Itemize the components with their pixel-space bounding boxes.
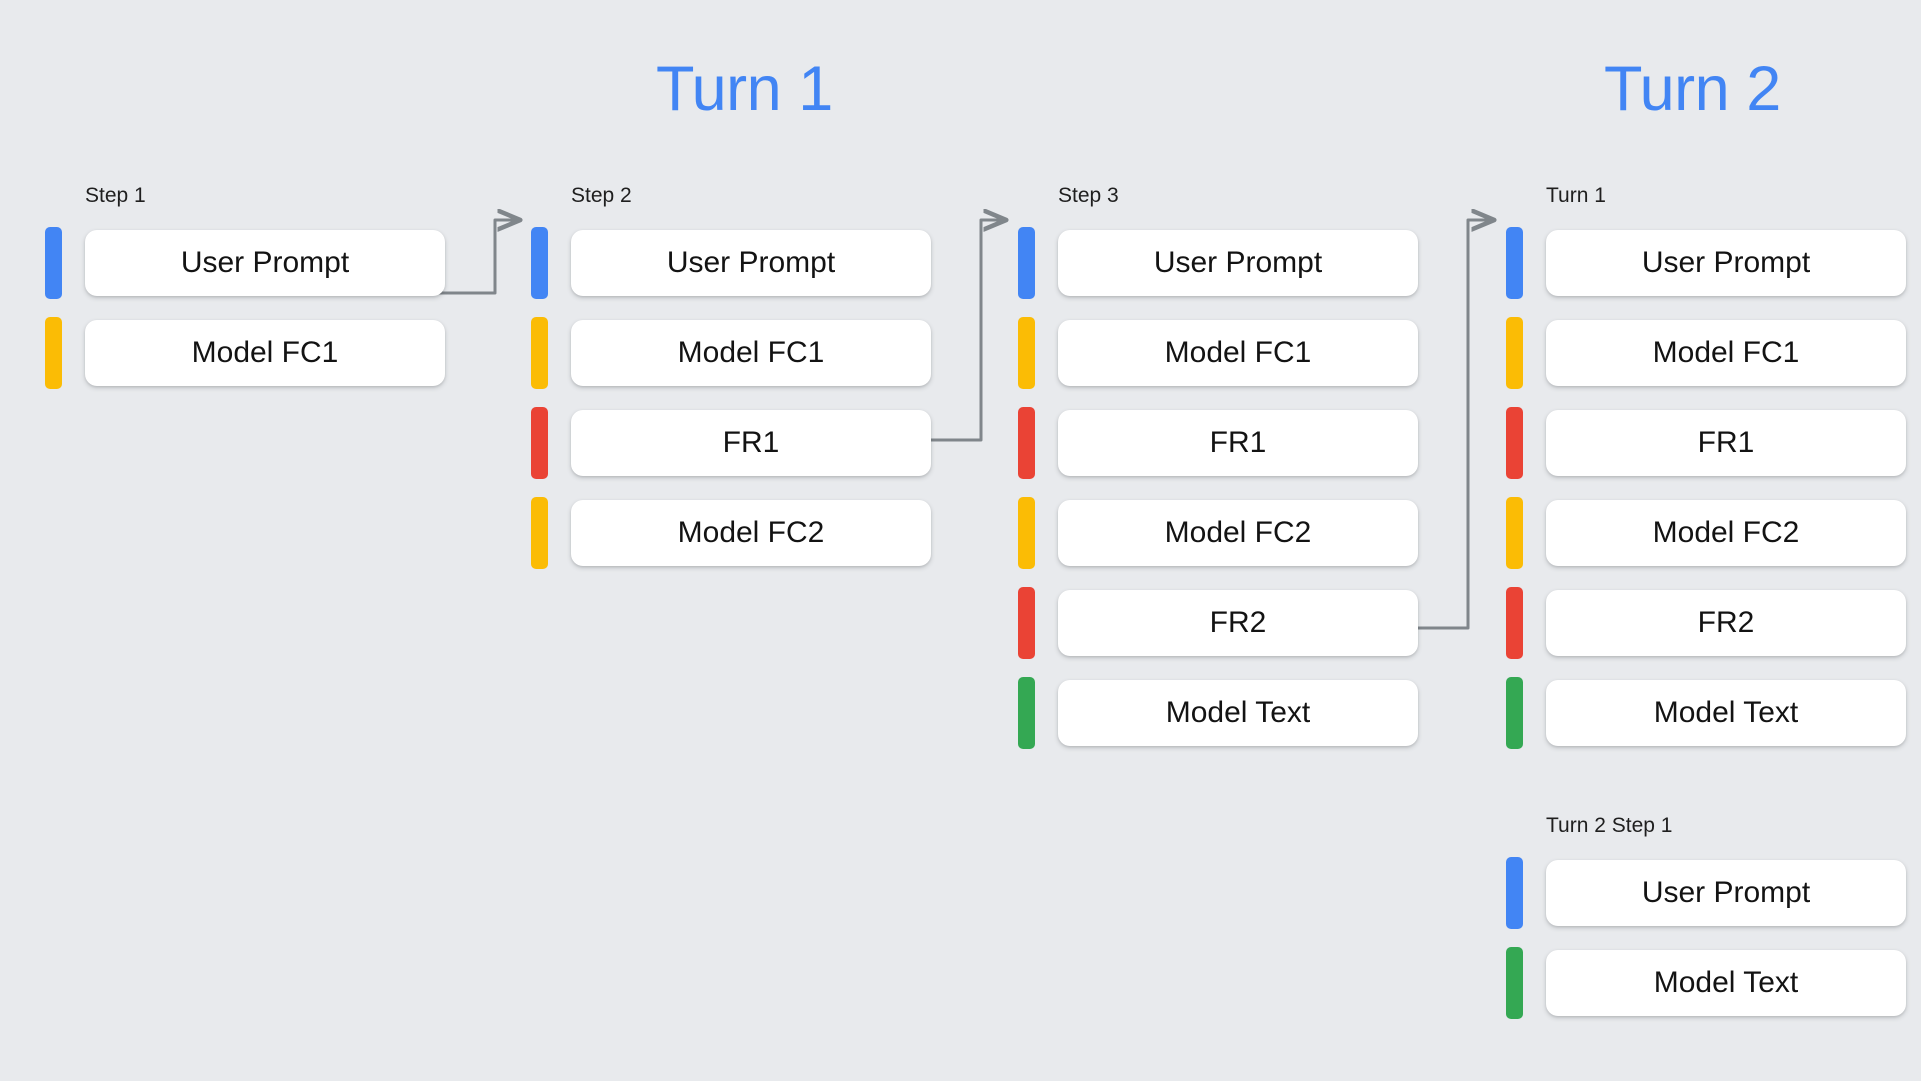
- message-card[interactable]: User Prompt: [1058, 230, 1418, 296]
- list-item[interactable]: User Prompt: [45, 226, 445, 300]
- list-item[interactable]: FR2: [1018, 586, 1418, 660]
- message-card[interactable]: User Prompt: [85, 230, 445, 296]
- turn-1-heading: Turn 1: [656, 54, 833, 124]
- type-bar-yellow: [531, 317, 548, 389]
- list-item[interactable]: FR2: [1506, 586, 1906, 660]
- type-bar-blue: [1506, 227, 1523, 299]
- type-bar-blue: [1018, 227, 1035, 299]
- type-bar-green: [1506, 947, 1523, 1019]
- list-item[interactable]: Model FC2: [1506, 496, 1906, 570]
- message-card-label: User Prompt: [666, 246, 836, 279]
- column-label-step-2: Step 2: [571, 184, 632, 207]
- type-bar-blue: [45, 227, 62, 299]
- column-step-1: Step 1 User Prompt Model FC1: [45, 185, 445, 390]
- message-card[interactable]: Model Text: [1058, 680, 1418, 746]
- message-card[interactable]: FR1: [571, 410, 931, 476]
- arrow-step1-to-step2: [430, 220, 520, 295]
- type-bar-blue: [1506, 857, 1523, 929]
- message-card-label: FR2: [1697, 606, 1755, 639]
- list-item[interactable]: Model Text: [1506, 946, 1906, 1020]
- type-bar-yellow: [1506, 317, 1523, 389]
- message-card[interactable]: FR2: [1058, 590, 1418, 656]
- message-card-label: Model FC1: [1652, 336, 1800, 369]
- message-card[interactable]: FR1: [1546, 410, 1906, 476]
- message-card-label: User Prompt: [180, 246, 350, 279]
- column-label-turn-1-in-turn-2: Turn 1: [1546, 184, 1606, 207]
- message-card[interactable]: Model Text: [1546, 950, 1906, 1016]
- list-item[interactable]: Model Text: [1506, 676, 1906, 750]
- message-card[interactable]: User Prompt: [1546, 230, 1906, 296]
- list-item[interactable]: FR1: [1018, 406, 1418, 480]
- message-card-label: FR1: [722, 426, 780, 459]
- list-item[interactable]: Model FC1: [45, 316, 445, 390]
- message-card-label: Model FC1: [191, 336, 339, 369]
- message-card[interactable]: Model FC2: [1058, 500, 1418, 566]
- message-card-label: FR1: [1209, 426, 1267, 459]
- message-card[interactable]: Model FC1: [571, 320, 931, 386]
- column-label-turn-2-step-1: Turn 2 Step 1: [1546, 814, 1673, 837]
- message-card[interactable]: Model FC1: [1546, 320, 1906, 386]
- list-item[interactable]: User Prompt: [1506, 226, 1906, 300]
- message-card-label: Model FC2: [677, 516, 825, 549]
- message-card[interactable]: Model FC2: [571, 500, 931, 566]
- message-card-label: Model FC2: [1164, 516, 1312, 549]
- message-card[interactable]: User Prompt: [1546, 860, 1906, 926]
- message-card-label: User Prompt: [1153, 246, 1323, 279]
- type-bar-red: [1506, 407, 1523, 479]
- list-item[interactable]: Model FC2: [1018, 496, 1418, 570]
- type-bar-red: [1506, 587, 1523, 659]
- list-item[interactable]: Model FC2: [531, 496, 931, 570]
- column-label-step-1: Step 1: [85, 184, 146, 207]
- message-card-label: Model FC2: [1652, 516, 1800, 549]
- message-card-label: User Prompt: [1641, 246, 1811, 279]
- type-bar-yellow: [45, 317, 62, 389]
- message-card[interactable]: Model FC1: [85, 320, 445, 386]
- list-item[interactable]: FR1: [531, 406, 931, 480]
- type-bar-red: [1018, 587, 1035, 659]
- message-card[interactable]: FR2: [1546, 590, 1906, 656]
- message-card-label: FR2: [1209, 606, 1267, 639]
- message-card-label: Model FC1: [1164, 336, 1312, 369]
- turn-2-heading: Turn 2: [1604, 54, 1781, 124]
- type-bar-yellow: [1506, 497, 1523, 569]
- column-turn-2-step-1: Turn 2 Step 1 User Prompt Model Text: [1506, 815, 1906, 1020]
- type-bar-red: [1018, 407, 1035, 479]
- message-card[interactable]: Model FC1: [1058, 320, 1418, 386]
- type-bar-yellow: [1018, 317, 1035, 389]
- list-item[interactable]: Model Text: [1018, 676, 1418, 750]
- column-step-3: Step 3 User Prompt Model FC1 FR1 Model F…: [1018, 185, 1418, 750]
- type-bar-blue: [531, 227, 548, 299]
- list-item[interactable]: User Prompt: [531, 226, 931, 300]
- message-card[interactable]: Model FC2: [1546, 500, 1906, 566]
- list-item[interactable]: Model FC1: [531, 316, 931, 390]
- message-card[interactable]: Model Text: [1546, 680, 1906, 746]
- message-card-label: User Prompt: [1641, 876, 1811, 909]
- arrow-step2-to-step3: [916, 220, 1006, 442]
- list-item[interactable]: User Prompt: [1018, 226, 1418, 300]
- list-item[interactable]: Model FC1: [1506, 316, 1906, 390]
- list-item[interactable]: FR1: [1506, 406, 1906, 480]
- type-bar-green: [1506, 677, 1523, 749]
- type-bar-red: [531, 407, 548, 479]
- message-card[interactable]: FR1: [1058, 410, 1418, 476]
- message-card[interactable]: User Prompt: [571, 230, 931, 296]
- arrow-step3-to-turn2: [1403, 220, 1494, 630]
- column-step-2: Step 2 User Prompt Model FC1 FR1 Model F…: [531, 185, 931, 570]
- list-item[interactable]: User Prompt: [1506, 856, 1906, 930]
- message-card-label: Model FC1: [677, 336, 825, 369]
- type-bar-yellow: [531, 497, 548, 569]
- message-card-label: Model Text: [1653, 696, 1799, 729]
- message-card-label: Model Text: [1653, 966, 1799, 999]
- column-turn-1-in-turn-2: Turn 1 User Prompt Model FC1 FR1 Model F…: [1506, 185, 1906, 750]
- list-item[interactable]: Model FC1: [1018, 316, 1418, 390]
- type-bar-green: [1018, 677, 1035, 749]
- message-card-label: FR1: [1697, 426, 1755, 459]
- column-label-step-3: Step 3: [1058, 184, 1119, 207]
- message-card-label: Model Text: [1165, 696, 1311, 729]
- type-bar-yellow: [1018, 497, 1035, 569]
